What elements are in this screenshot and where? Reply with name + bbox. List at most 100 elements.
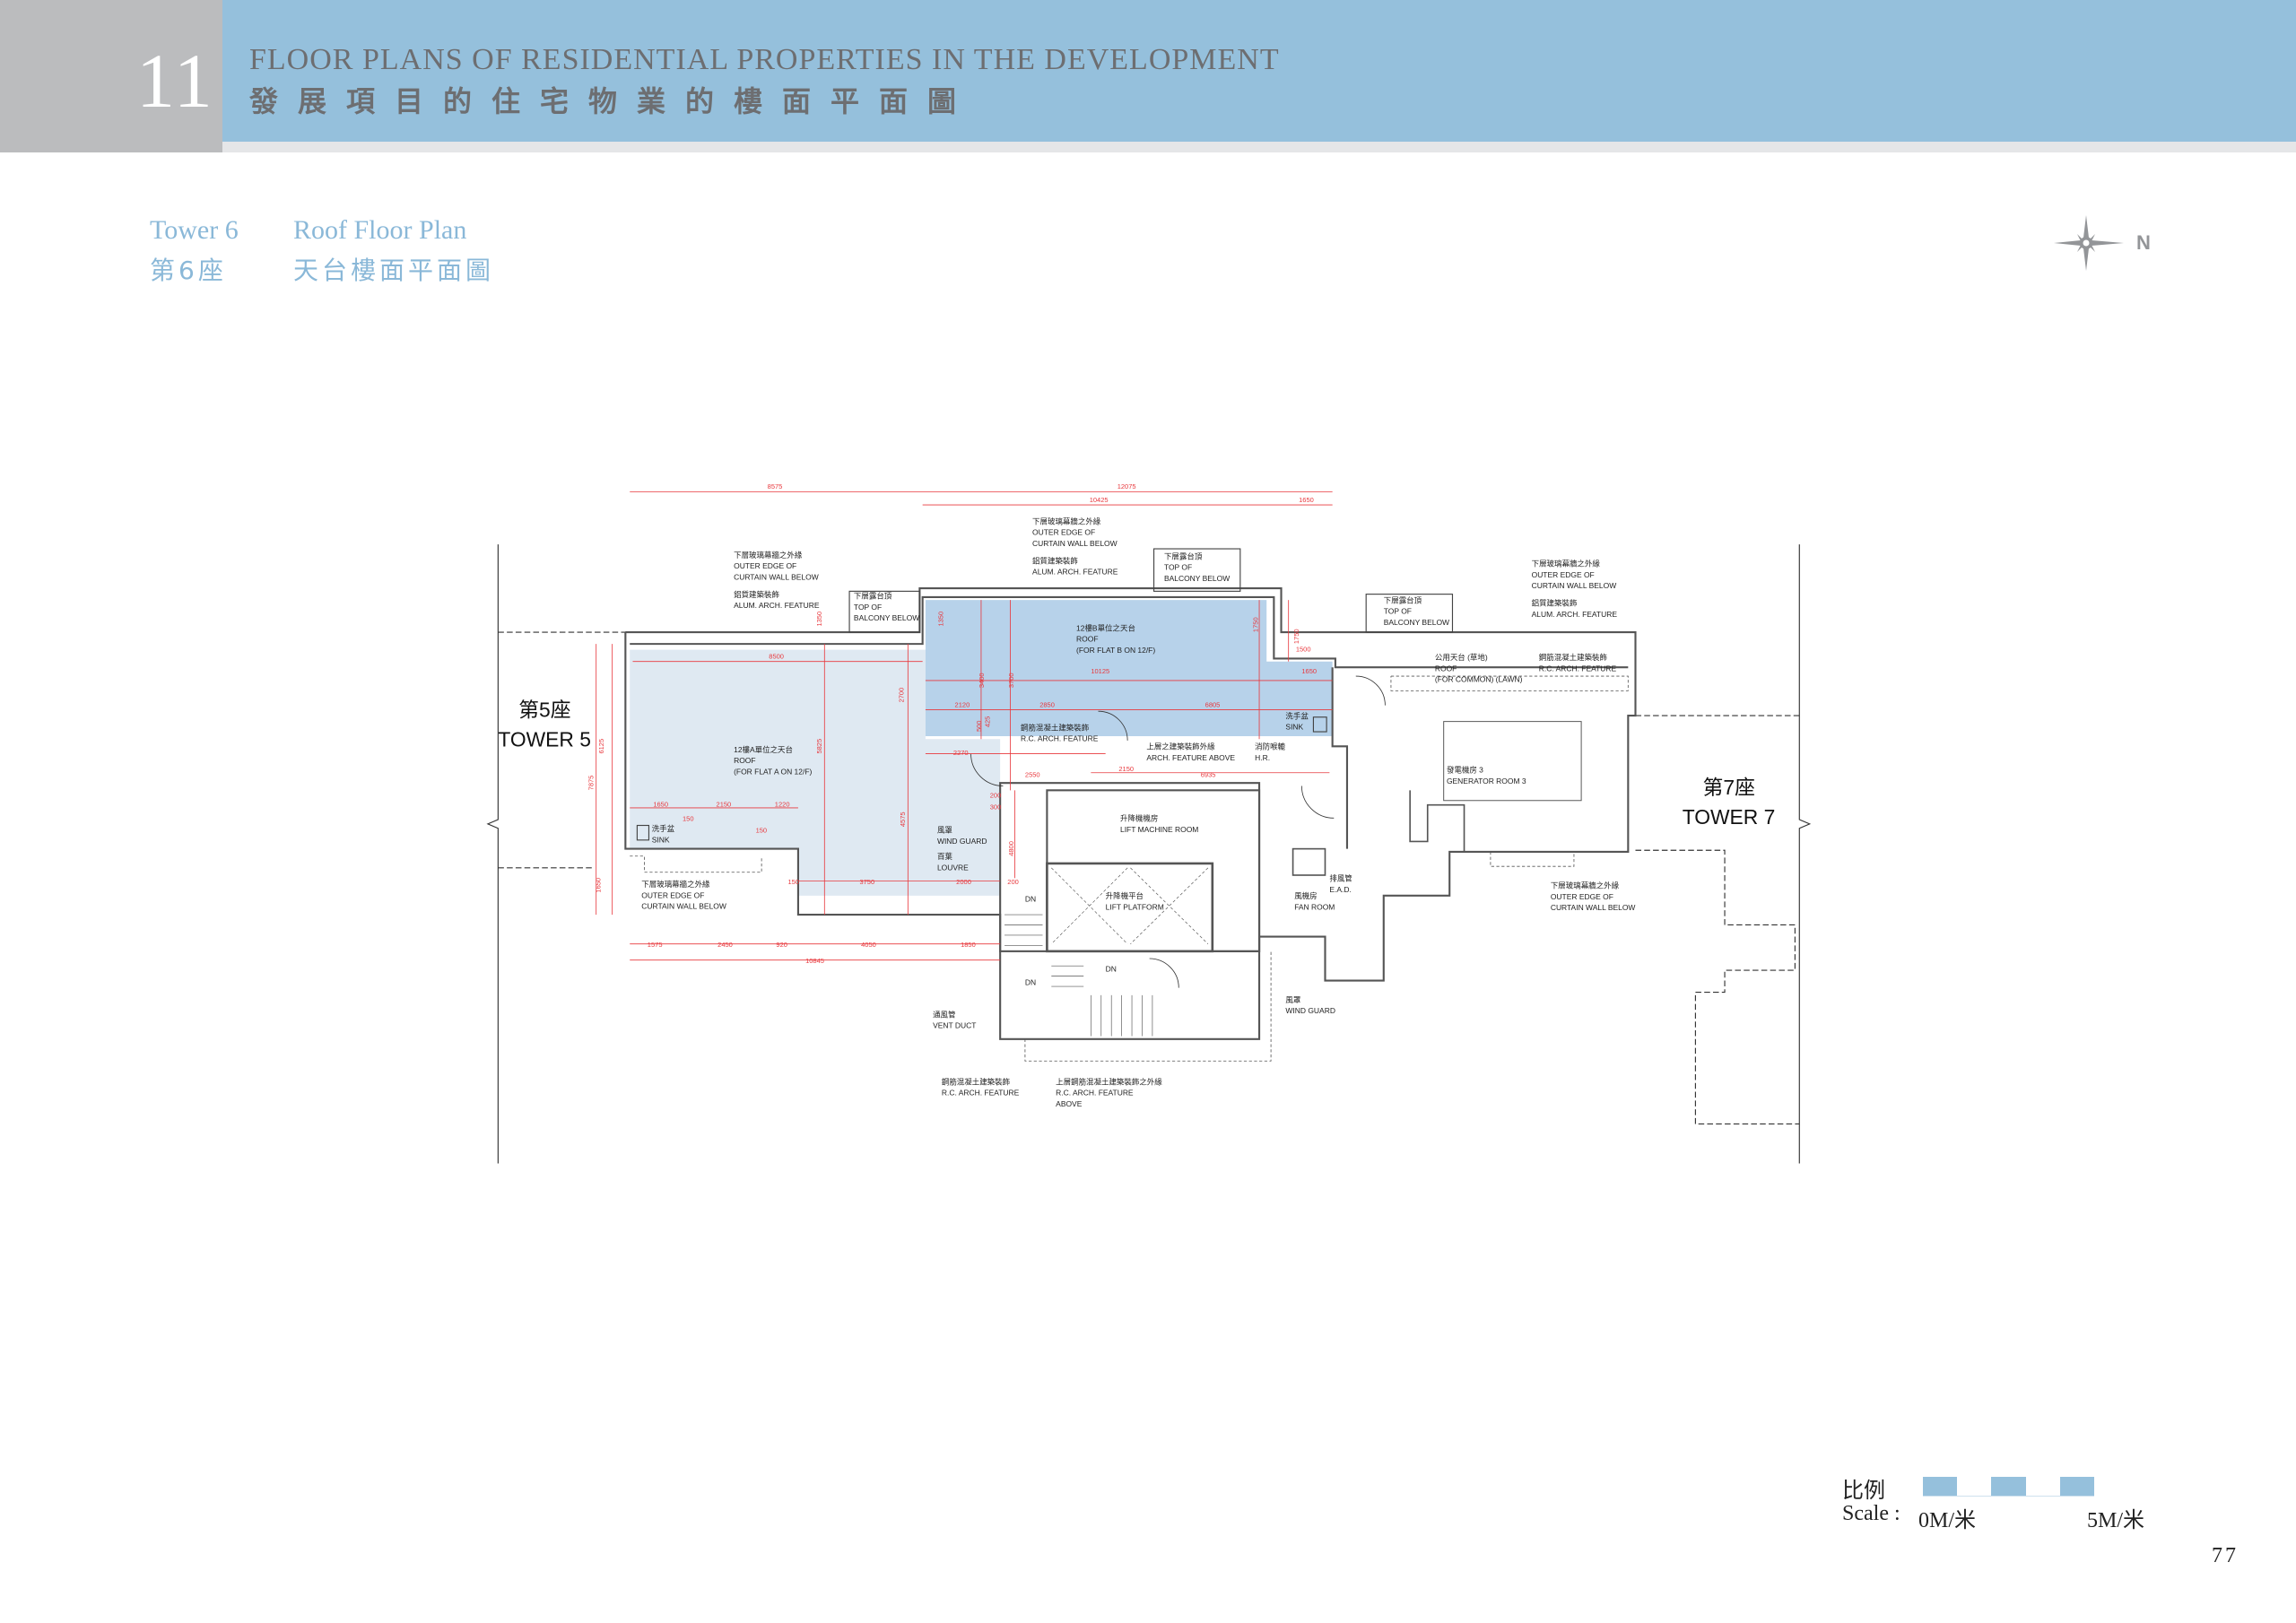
annotation-line: BALCONY BELOW bbox=[1164, 574, 1230, 583]
scale-segment bbox=[1923, 1477, 1958, 1496]
dimension-label: 1350 bbox=[937, 612, 945, 627]
chapter-number: 11 bbox=[136, 38, 214, 124]
dimension-label: 1575 bbox=[648, 941, 663, 949]
tower-7-label: 第7座 TOWER 7 bbox=[1683, 776, 1776, 829]
annotation-line: TOP OF bbox=[1164, 563, 1192, 572]
annotation-line: FAN ROOM bbox=[1294, 902, 1335, 911]
annotation-line: ROOF bbox=[734, 756, 755, 765]
annotation-line: OUTER EDGE OF bbox=[641, 890, 704, 899]
dimension-label: 1750 bbox=[1292, 629, 1300, 644]
annotation-line: ALUM. ARCH. FEATURE bbox=[1532, 610, 1618, 619]
dimension-label: 200 bbox=[990, 791, 1002, 799]
tower-5-zh: 第5座 bbox=[518, 699, 570, 722]
scale-segment bbox=[2025, 1477, 2060, 1496]
annotation-line: 洗手盆 bbox=[1285, 711, 1309, 720]
dimension-label: 5825 bbox=[815, 739, 823, 754]
dimension-label: 2150 bbox=[1118, 765, 1134, 773]
dimension-label: 200 bbox=[1007, 878, 1019, 886]
dimension-label: 4575 bbox=[899, 812, 907, 827]
scale-bar bbox=[1923, 1477, 2095, 1497]
annotation-line: 通風管 bbox=[933, 1010, 955, 1019]
annotation-line: 下層露台頂 bbox=[1384, 595, 1422, 604]
annotation-line: SINK bbox=[652, 835, 670, 844]
neighbour-tower-boundaries bbox=[486, 544, 1812, 1164]
scale-segment bbox=[1991, 1477, 2026, 1496]
dimension-label: 1500 bbox=[1296, 645, 1311, 653]
dimension-label: 6125 bbox=[597, 739, 605, 754]
dimension-lines bbox=[596, 490, 1333, 961]
header-title-zh: 發展項目的住宅物業的樓面平面圖 bbox=[249, 84, 977, 118]
annotation-line: CURTAIN WALL BELOW bbox=[1532, 581, 1617, 590]
header-strip bbox=[222, 142, 2296, 152]
annotation-line: VENT DUCT bbox=[933, 1021, 976, 1030]
annotation-line: 12樓B單位之天台 bbox=[1076, 623, 1135, 632]
annotation-line: 公用天台 (草地) bbox=[1435, 653, 1488, 662]
annotation-line: CURTAIN WALL BELOW bbox=[641, 902, 726, 911]
dimension-label: 2270 bbox=[953, 749, 969, 757]
scale-segment bbox=[2059, 1477, 2095, 1496]
dimension-label: 6935 bbox=[1201, 771, 1216, 779]
plan-title-en: Roof Floor Plan bbox=[293, 215, 467, 245]
annotation-line: ALUM. ARCH. FEATURE bbox=[734, 601, 820, 610]
dimension-label: 2450 bbox=[718, 941, 733, 949]
plan-annotation: 12樓A單位之天台 ROOF (FOR FLAT A ON 12/F) bbox=[734, 745, 812, 776]
annotation-line: LIFT MACHINE ROOM bbox=[1120, 825, 1198, 834]
plan-annotation: 公用天台 (草地)ROOF(FOR COMMON) (LAWN) bbox=[1435, 653, 1523, 683]
annotation-line: 12樓A單位之天台 bbox=[734, 745, 793, 754]
annotation-line: 風罩 bbox=[1285, 995, 1300, 1004]
annotation-line: 消防喉轆 bbox=[1255, 742, 1285, 751]
dimension-label: 2120 bbox=[955, 700, 970, 708]
annotation-line: GENERATOR ROOM 3 bbox=[1447, 777, 1526, 785]
annotation-line: 排風管 bbox=[1329, 874, 1352, 883]
dimension-label: 920 bbox=[776, 941, 787, 949]
lift-platform-cross bbox=[1051, 867, 1209, 944]
rc-arch-feature-above bbox=[630, 675, 1629, 1062]
annotation-line: OUTER EDGE OF bbox=[1551, 892, 1613, 901]
annotation-line: 下層玻璃幕牆之外緣 bbox=[641, 880, 710, 889]
tower-title-en: Tower 6 bbox=[150, 215, 239, 245]
annotation-line: BALCONY BELOW bbox=[854, 613, 919, 622]
scale-label-zh: 比例 bbox=[1842, 1480, 1885, 1503]
annotation-line: 鋁質建築裝飾 bbox=[734, 590, 779, 599]
annotation-line: E.A.D. bbox=[1329, 885, 1351, 894]
annotation-line: 下層玻璃幕牆之外緣 bbox=[1532, 560, 1601, 568]
annotation-line: 下層露台頂 bbox=[854, 592, 892, 601]
header-title-en: FLOOR PLANS OF RESIDENTIAL PROPERTIES IN… bbox=[249, 43, 1280, 76]
annotation-line: LOUVRE bbox=[937, 863, 969, 872]
annotation-line: 鋼筋混凝土建築裝飾 bbox=[1539, 653, 1607, 662]
walls bbox=[624, 587, 1637, 1040]
annotation-line: ARCH. FEATURE ABOVE bbox=[1146, 753, 1235, 762]
annotation-line: 下層玻璃幕牆之外緣 bbox=[734, 551, 803, 560]
dimension-label: 500 bbox=[975, 721, 983, 733]
dimension-label: 8575 bbox=[768, 482, 783, 490]
annotation-line: TOP OF bbox=[854, 603, 882, 612]
dimension-label: 150 bbox=[683, 815, 694, 823]
dimension-label: 2150 bbox=[717, 800, 732, 808]
tower-5-en: TOWER 5 bbox=[498, 727, 591, 751]
scale-end: 5M/米 bbox=[2087, 1509, 2145, 1532]
plan-annotation: DN bbox=[1025, 894, 1036, 903]
annotation-line: 百葉 bbox=[937, 852, 952, 861]
stairs bbox=[1004, 914, 1153, 1037]
annotation-line: (FOR FLAT A ON 12/F) bbox=[734, 767, 812, 776]
dimension-label: 1220 bbox=[775, 800, 790, 808]
annotation-line: 洗手盆 bbox=[652, 824, 675, 833]
dimension-label: 1650 bbox=[653, 800, 668, 808]
annotation-line: 下層玻璃幕牆之外緣 bbox=[1551, 881, 1620, 890]
tower-7-zh: 第7座 bbox=[1703, 776, 1755, 799]
annotation-line: 鋁質建築裝飾 bbox=[1032, 556, 1078, 565]
scale-label-en: Scale : bbox=[1842, 1502, 1900, 1525]
